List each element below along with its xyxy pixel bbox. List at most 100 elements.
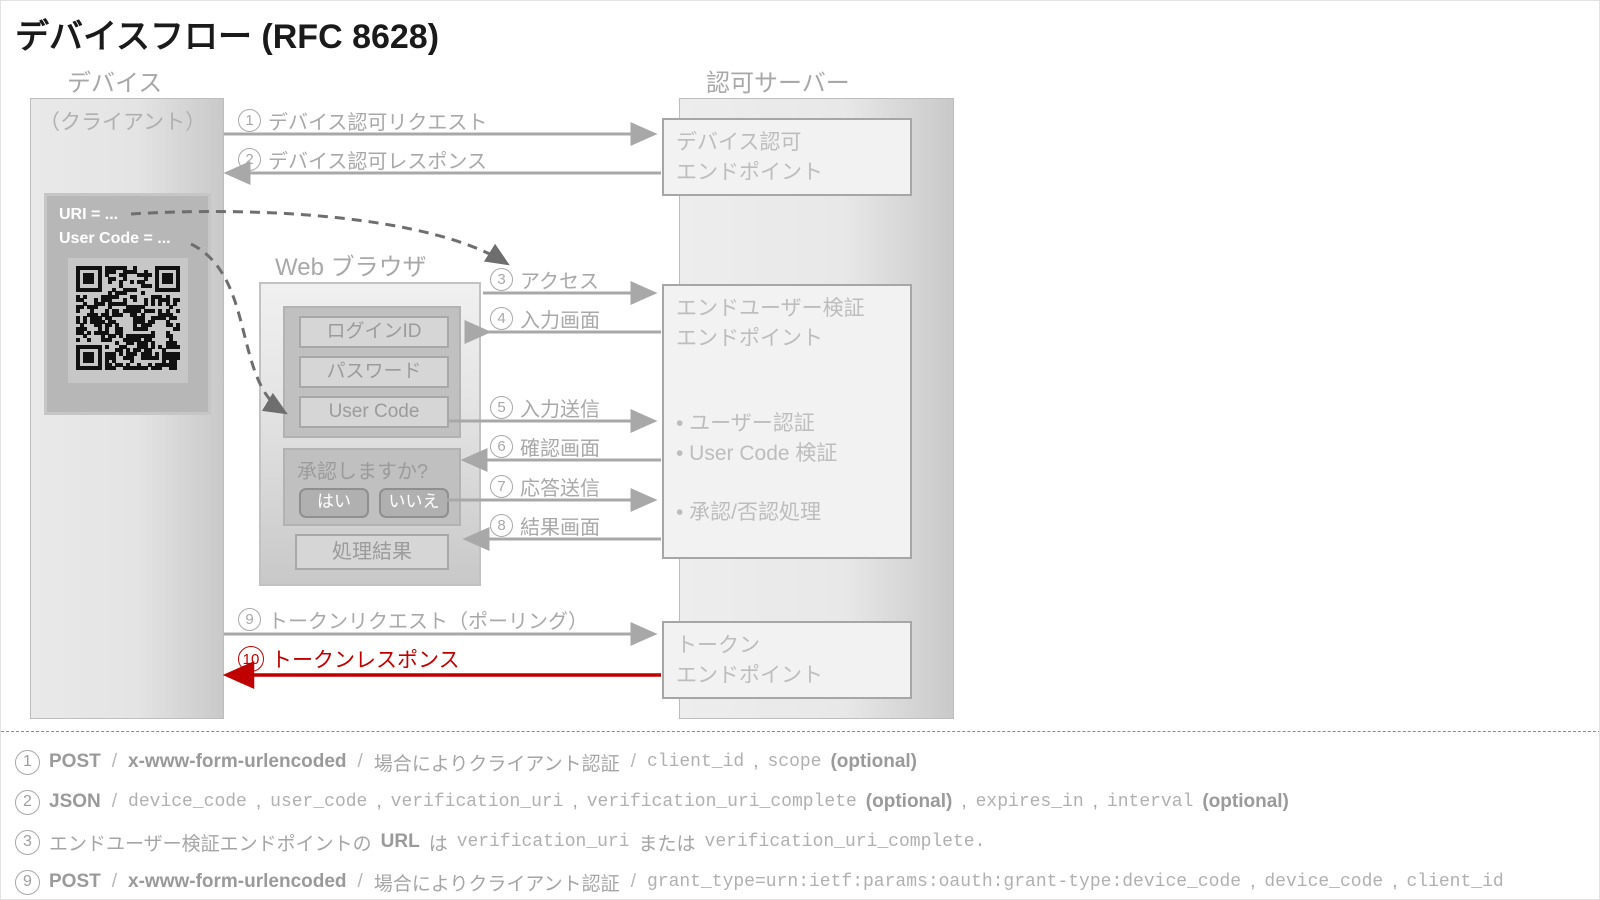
endpoint-token: トークン エンドポイント bbox=[662, 621, 912, 699]
endpoint-end-user-verification-line1: エンドユーザー検証 bbox=[676, 297, 865, 320]
footnote-row: 9 POST / x-www-form-urlencoded / 場合によりクライアント認… bbox=[15, 862, 1587, 899]
message-text-1: デバイス認可リクエスト bbox=[268, 112, 488, 134]
endpoint-bullet-approve-deny: • 承認/否認処理 bbox=[676, 500, 822, 524]
footnote-part: は bbox=[428, 833, 448, 855]
footnote-part: , bbox=[753, 751, 759, 772]
endpoint-token-line1: トークン bbox=[676, 634, 760, 657]
footnote-part: , bbox=[1392, 871, 1398, 892]
footnote-part: (optional) bbox=[830, 751, 918, 772]
footnote-part: 場合によりクライアント認証 bbox=[373, 753, 620, 775]
footnote-part: POST bbox=[49, 871, 101, 892]
message-num-8: 8 bbox=[490, 514, 513, 537]
lane-label-server: 認可サーバー bbox=[706, 70, 850, 97]
footnote-part: , bbox=[376, 791, 382, 812]
endpoint-bullet-user-code-verify: • User Code 検証 bbox=[676, 442, 838, 466]
message-text-5: 入力送信 bbox=[520, 399, 600, 421]
footnote-part: x-www-form-urlencoded bbox=[128, 751, 347, 772]
footnote-part: grant_type=urn:ietf:params:oauth:grant-t… bbox=[646, 872, 1242, 892]
message-label-7: 7 応答送信 bbox=[490, 472, 600, 501]
message-num-4: 4 bbox=[490, 307, 513, 330]
lane-label-browser: Web ブラウザ bbox=[275, 254, 427, 281]
footnote-row: 2 JSON / device_code, user_code, verification… bbox=[15, 782, 1587, 822]
message-text-7: 応答送信 bbox=[520, 478, 600, 500]
footnote-row: 1 POST / x-www-form-urlencoded / 場合によりクライアント認… bbox=[15, 742, 1587, 782]
password-field[interactable]: パスワード bbox=[299, 356, 449, 388]
footnote-num: 2 bbox=[15, 789, 40, 815]
footnote-part: / bbox=[111, 751, 118, 772]
footnote-part: verification_uri bbox=[456, 832, 630, 852]
footnote-part: , bbox=[1092, 791, 1098, 812]
footnote-part: expires_in bbox=[975, 792, 1084, 812]
footnote-part: / bbox=[630, 871, 636, 892]
consent-yes-button[interactable]: はい bbox=[299, 488, 369, 518]
footnote-part: / bbox=[111, 791, 118, 812]
message-label-5: 5 入力送信 bbox=[490, 393, 600, 422]
message-num-7: 7 bbox=[490, 475, 513, 498]
endpoint-end-user-verification: エンドユーザー検証 エンドポイント • ユーザー認証 • User Code 検… bbox=[662, 284, 912, 559]
endpoint-token-line2: エンドポイント bbox=[676, 664, 823, 688]
footnote-part: , bbox=[961, 791, 967, 812]
footnote-part: / bbox=[357, 871, 363, 892]
footnote-part: (optional) bbox=[865, 791, 953, 812]
message-num-2: 2 bbox=[238, 148, 261, 171]
footnote-part: device_code bbox=[1264, 872, 1384, 892]
browser-consent-panel: 承認しますか? はい いいえ bbox=[283, 448, 461, 526]
browser-result-panel: 処理結果 bbox=[295, 534, 449, 570]
footnote-part: verification_uri bbox=[390, 792, 564, 812]
message-label-2: 2 デバイス認可レスポンス bbox=[238, 145, 487, 174]
message-label-3: 3 アクセス bbox=[490, 265, 599, 294]
consent-no-button[interactable]: いいえ bbox=[379, 488, 449, 518]
message-text-8: 結果画面 bbox=[520, 517, 600, 539]
footnote-part: 場合によりクライアント認証 bbox=[373, 873, 620, 895]
endpoint-device-authorization-line2: エンドポイント bbox=[676, 161, 823, 185]
endpoint-bullet-user-auth: • ユーザー認証 bbox=[676, 411, 815, 435]
endpoint-device-authorization-line1: デバイス認可 bbox=[676, 131, 802, 154]
footnote-part: / bbox=[630, 751, 636, 772]
footnote-part: x-www-form-urlencoded bbox=[128, 871, 347, 892]
footnote-num: 1 bbox=[15, 749, 40, 775]
footnote-part: scope bbox=[767, 752, 822, 772]
device-display-panel: URI = ... User Code = ... bbox=[44, 193, 211, 415]
footnote-part: JSON bbox=[49, 791, 101, 812]
footnote-part: client_id bbox=[1406, 872, 1504, 892]
message-text-6: 確認画面 bbox=[520, 438, 600, 460]
footnote-part: / bbox=[357, 751, 363, 772]
message-num-3: 3 bbox=[490, 268, 513, 291]
user-code-field[interactable]: User Code bbox=[299, 396, 449, 428]
message-label-9: 9 トークンリクエスト（ポーリング） bbox=[238, 605, 588, 634]
footnote-part: device_code bbox=[128, 792, 247, 812]
message-text-2: デバイス認可レスポンス bbox=[268, 151, 487, 173]
login-id-field[interactable]: ログインID bbox=[299, 316, 449, 348]
message-num-10: 10 bbox=[238, 646, 264, 672]
footnote-part: client_id bbox=[646, 752, 745, 772]
message-num-1: 1 bbox=[238, 109, 261, 132]
message-label-6: 6 確認画面 bbox=[490, 432, 600, 461]
message-text-10: トークンレスポンス bbox=[271, 649, 460, 672]
footnote-part: または bbox=[638, 833, 696, 855]
footnote-part: , bbox=[1250, 871, 1256, 892]
footnote-part: verification_uri_complete. bbox=[704, 832, 986, 852]
browser-login-form: ログインID パスワード User Code bbox=[283, 306, 461, 438]
message-label-8: 8 結果画面 bbox=[490, 511, 600, 540]
footnote-part: エンドユーザー検証エンドポイントの bbox=[49, 833, 372, 855]
message-text-4: 入力画面 bbox=[520, 310, 600, 332]
footnote-part: POST bbox=[49, 751, 101, 772]
message-label-10: 10 トークンレスポンス bbox=[238, 644, 460, 674]
page-title: デバイスフロー (RFC 8628) bbox=[15, 18, 440, 56]
message-label-1: 1 デバイス認可リクエスト bbox=[238, 106, 487, 135]
footnote-num: 9 bbox=[15, 869, 40, 895]
device-user-code-line: User Code = ... bbox=[59, 230, 171, 247]
footnote-part: verification_uri_complete bbox=[586, 792, 857, 812]
message-text-3: アクセス bbox=[520, 271, 599, 293]
device-uri-line: URI = ... bbox=[59, 206, 119, 223]
lane-label-device: デバイス bbox=[67, 70, 163, 97]
footnote-part: URL bbox=[380, 831, 420, 852]
message-label-4: 4 入力画面 bbox=[490, 304, 600, 333]
footnote-part: (optional) bbox=[1202, 791, 1289, 812]
footnote-part: user_code bbox=[270, 792, 368, 812]
footnote-part: / bbox=[111, 871, 118, 892]
endpoint-end-user-verification-line2: エンドポイント bbox=[676, 327, 823, 351]
